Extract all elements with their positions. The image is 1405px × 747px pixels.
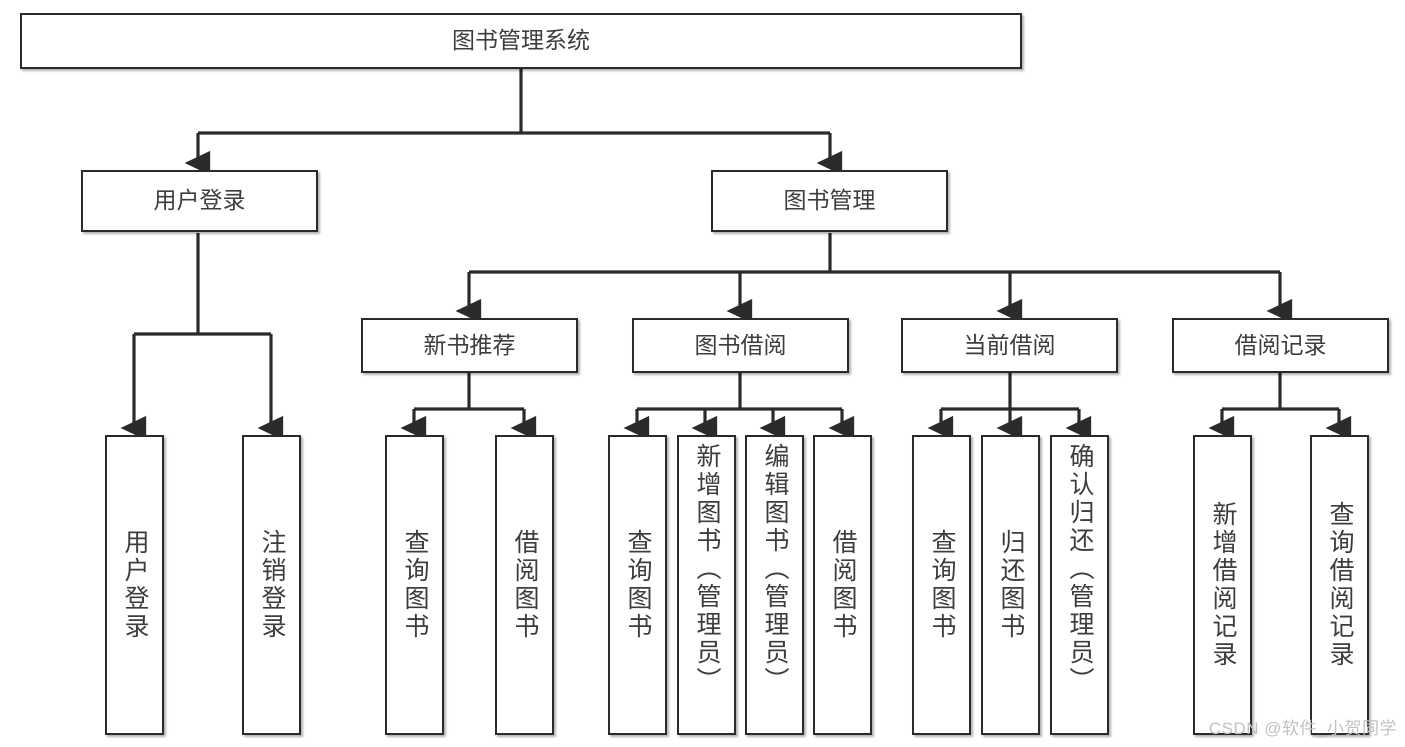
node-label: 借阅图书 [511,529,539,641]
node-label: 当前借阅 [963,331,1056,358]
node-label: 新增图书（管理员） [693,443,721,695]
node-leaf-query-book-2[interactable]: 查询图书 [608,435,667,735]
node-label: 图书管理系统 [452,27,590,54]
node-leaf-add-borrow-record[interactable]: 新增借阅记录 [1193,435,1252,735]
node-leaf-borrow-book-1[interactable]: 借阅图书 [495,435,554,735]
node-label: 用户登录 [121,529,149,641]
node-user-login[interactable]: 用户登录 [81,170,318,232]
node-label: 编辑图书（管理员） [761,443,789,695]
node-borrow-record[interactable]: 借阅记录 [1172,318,1389,373]
node-leaf-query-borrow-record[interactable]: 查询借阅记录 [1310,435,1369,735]
node-label: 新书推荐 [423,331,516,358]
node-current-borrow[interactable]: 当前借阅 [901,318,1118,373]
node-book-borrow[interactable]: 图书借阅 [632,318,849,373]
node-label: 图书借阅 [694,331,787,358]
node-leaf-logout-login[interactable]: 注销登录 [242,435,301,735]
node-book-management-system[interactable]: 图书管理系统 [20,13,1022,69]
csdn-watermark: CSDN @软件_小贺同学 [1208,719,1397,738]
node-label: 查询图书 [624,529,652,641]
node-label: 查询图书 [401,529,429,641]
node-leaf-user-login[interactable]: 用户登录 [105,435,164,735]
node-label: 确认归还（管理员） [1066,443,1094,695]
node-label: 图书管理 [783,187,876,214]
node-label: 新增借阅记录 [1209,501,1237,669]
node-leaf-query-book-1[interactable]: 查询图书 [385,435,444,735]
node-leaf-borrow-book-2[interactable]: 借阅图书 [813,435,872,735]
node-label: 归还图书 [997,529,1025,641]
node-label: 借阅图书 [829,529,857,641]
node-leaf-return-book[interactable]: 归还图书 [981,435,1040,735]
node-new-book-recommend[interactable]: 新书推荐 [361,318,578,373]
node-leaf-edit-book-admin[interactable]: 编辑图书（管理员） [745,435,804,735]
node-book-management[interactable]: 图书管理 [711,170,948,232]
node-label: 注销登录 [258,529,286,641]
node-label: 查询借阅记录 [1326,501,1354,669]
node-label: 查询图书 [928,529,956,641]
node-label: 用户登录 [153,187,246,214]
node-label: 借阅记录 [1234,331,1327,358]
node-leaf-query-book-3[interactable]: 查询图书 [912,435,971,735]
node-leaf-confirm-return-admin[interactable]: 确认归还（管理员） [1050,435,1109,735]
node-leaf-add-book-admin[interactable]: 新增图书（管理员） [677,435,736,735]
